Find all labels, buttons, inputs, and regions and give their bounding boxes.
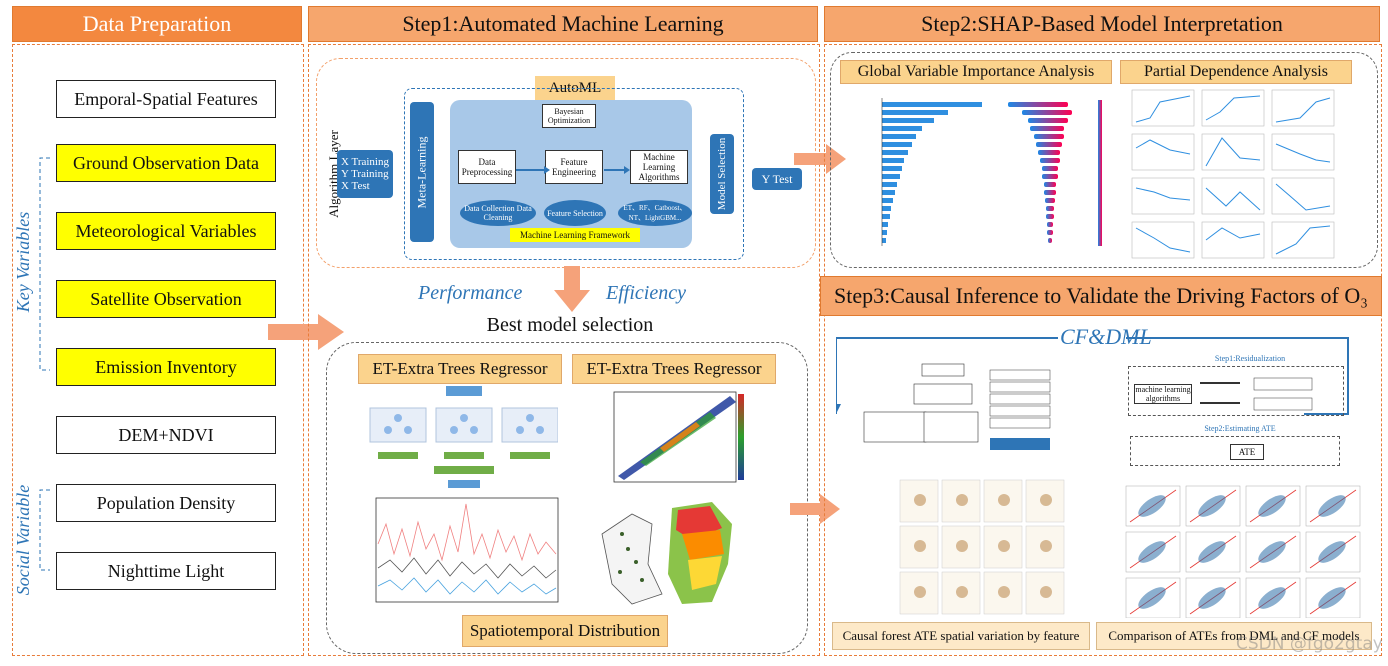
ate-comparison-grid [1125,485,1361,618]
data-preprocessing-box: Data Preprocessing [458,150,516,184]
performance-label: Performance [418,282,523,304]
model-selection-box: Model Selection [710,134,734,214]
feature-card: Emission Inventory [56,348,276,386]
feature-card: Ground Observation Data [56,144,276,182]
cf-dml-bracket [836,337,1349,415]
spatiotemporal-label: Spatiotemporal Distribution [462,615,668,647]
feature-selection-oval: Feature Selection [544,200,606,226]
tree-diagram [369,386,558,488]
distribution-map [601,502,732,605]
global-importance-title: Global Variable Importance Analysis [840,60,1112,84]
framework-label: Machine Learning Framework [510,228,640,242]
feature-card: DEM+NDVI [56,416,276,454]
shap-panel [830,52,1378,268]
partial-dependence-grid [1131,89,1335,259]
feature-card: Population Density [56,484,276,522]
ate-title: Step2:Estimating ATE [1204,424,1276,433]
shap-beeswarm [1008,100,1102,246]
feature-card: Meteorological Variables [56,212,276,250]
step2-header: Step2:SHAP-Based Model Interpretation [824,6,1380,42]
framework-arrows [516,162,630,174]
et-rf-oval: ET、RF、Catboost、NT、LightGBM... [618,200,692,226]
feature-card: Nighttime Light [56,552,276,590]
feature-card: Emporal-Spatial Features [56,80,276,118]
ate-box: ATE [1230,444,1264,460]
ate-maps-grid [899,479,1065,615]
causal-forest-diagram [863,363,1051,450]
bayesian-box: Bayesian Optimization [542,104,596,128]
scatter-density-plot [613,391,744,483]
ml-algorithms-box: Machine Learning Algorithms [630,150,688,184]
arrow-to-step1 [268,314,344,350]
automl-dashed-frame [404,88,744,260]
residualization-title: Step1:Residualization [1214,354,1286,363]
best-model-label: Best model selection [486,314,654,336]
input-box: X Training Y Training X Test [337,150,393,198]
feature-engineering-box: Feature Engineering [545,150,603,184]
residualization-frame [1128,366,1344,416]
time-series-plot [375,497,559,603]
shap-bar-chart [881,98,982,246]
data-collection-oval: Data Collection Data Cleaning [460,200,536,226]
step2-3-panel [824,44,1382,656]
step3-header: Step3:Causal Inference to Validate the D… [820,276,1382,316]
ate-comparison-caption: Comparison of ATEs from DML and CF model… [1096,622,1372,650]
arrow-down-best-model [554,266,590,312]
partial-dependence-title: Partial Dependence Analysis [1120,60,1352,84]
causal-forest-caption: Causal forest ATE spatial variation by f… [832,622,1090,650]
y-test-box: Y Test [752,168,802,190]
ml-algorithms-label: machine learning algorithms [1134,384,1192,404]
meta-learning-box: Meta-Learning [410,102,434,242]
residual-equations [1200,377,1313,411]
meta-learning-label: Meta-Learning [414,136,429,208]
arrow-to-step3 [790,494,840,524]
bracket-lines [39,157,50,571]
et-regressor-title-1: ET-Extra Trees Regressor [358,354,562,384]
best-model-panel [326,342,808,654]
et-regressor-title-2: ET-Extra Trees Regressor [572,354,776,384]
model-selection-label: Model Selection [716,137,728,211]
step1-header: Step1:Automated Machine Learning [308,6,818,42]
data-prep-header: Data Preparation [12,6,302,42]
arrow-to-step2 [794,144,846,174]
watermark: CSDN @fgo2gtay [1236,634,1383,654]
efficiency-label: Efficiency [606,282,686,304]
ate-frame [1130,436,1340,466]
cf-dml-title: CF&DML [1060,324,1152,349]
step1-panel [308,44,820,656]
feature-card: Satellite Observation [56,280,276,318]
data-prep-panel [12,44,304,656]
